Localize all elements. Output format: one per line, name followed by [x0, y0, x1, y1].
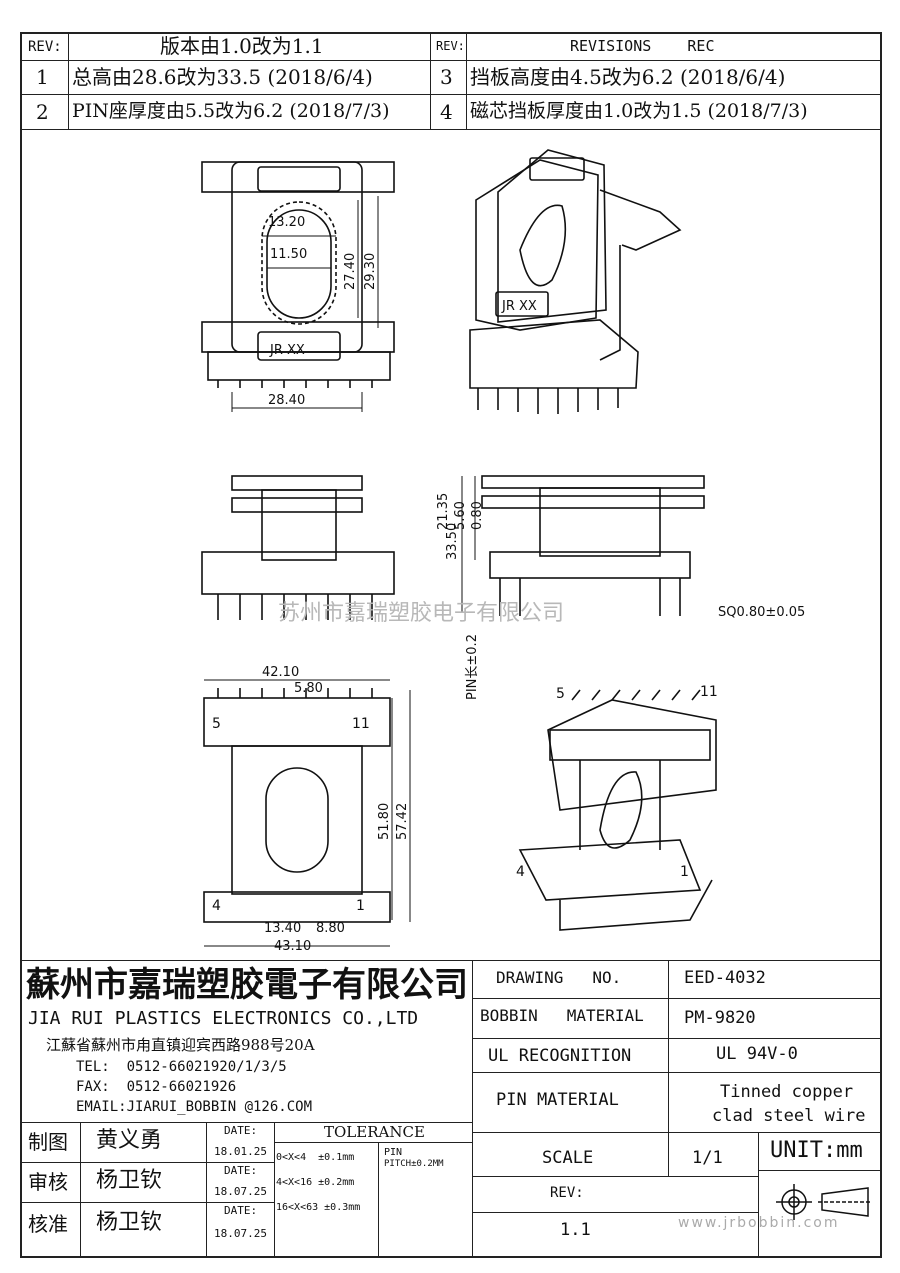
bobbin-material: PM-9820	[684, 1008, 756, 1028]
rev-label: REV:	[550, 1185, 584, 1201]
rev-no-2: 2	[36, 100, 49, 124]
unit-label: UNIT:mm	[770, 1138, 863, 1163]
tolerance-row-2: 4<X<16 ±0.2mm	[276, 1177, 355, 1188]
dim-8-80: 8.80	[316, 921, 345, 936]
marking-top-view: JR XX	[269, 343, 305, 358]
dim-42-10: 42.10	[262, 665, 299, 680]
date-drafter: 18.01.25	[214, 1145, 267, 1158]
iso-pin-label-5: 5	[556, 686, 565, 702]
company-address: 江蘇省蘇州市甪直镇迎宾西路988号20A	[46, 1036, 315, 1054]
scale-label: SCALE	[542, 1148, 594, 1168]
pin-label-1: 1	[356, 898, 365, 914]
rev-label-right: REV:	[436, 39, 465, 53]
dim-29-30: 29.30	[363, 253, 378, 290]
dim-27-40: 27.40	[343, 253, 358, 290]
pin-material-line-2: clad steel wire	[712, 1106, 866, 1126]
pin-label-4: 4	[212, 898, 221, 914]
iso-pin-label-4: 4	[516, 864, 525, 880]
pin-material-label: PIN MATERIAL	[496, 1090, 619, 1110]
top-view	[201, 161, 395, 412]
pin-label-5: 5	[212, 716, 221, 732]
technical-drawing: 13.20 11.50 27.40 29.30 28.40 JR XX JR X…	[201, 149, 805, 954]
iso-pin-label-1: 1	[680, 864, 689, 880]
date-approver: 18.07.25	[214, 1227, 267, 1240]
dim-33-50: 33.50	[445, 523, 460, 560]
rev-value: 1.1	[560, 1220, 591, 1240]
marking-iso-top: JR XX	[501, 299, 537, 314]
date-label-drafter: DATE:	[224, 1124, 258, 1137]
side-view-right	[461, 475, 705, 616]
projection-symbol	[776, 1184, 872, 1220]
role-approver: 核准	[28, 1212, 68, 1236]
dim-5-60: 5.60	[453, 501, 468, 530]
watermark: 苏州市嘉瑞塑胶电子有限公司	[278, 601, 564, 626]
company-name-en: JIA RUI PLASTICS ELECTRONICS CO.,LTD	[28, 1008, 419, 1029]
iso-view-top	[469, 149, 682, 414]
rev-entry-2: PIN座厚度由5.5改为6.2 (2018/7/3)	[72, 100, 390, 122]
role-drafter: 制图	[28, 1130, 68, 1154]
rev-no-1: 1	[36, 65, 49, 89]
pin-callout: SQ0.80±0.05	[718, 605, 805, 620]
name-reviewer: 杨卫钦	[96, 1168, 163, 1193]
drawing-frame	[20, 32, 882, 1258]
tolerance-row-3: 16<X<63 ±0.3mm	[276, 1202, 361, 1213]
tolerance-row-1: 0<X<4 ±0.1mm	[276, 1152, 355, 1163]
date-label-reviewer: DATE:	[224, 1164, 258, 1177]
tolerance-pin-pitch: PITCH±0.2MM	[384, 1159, 444, 1169]
iso-view-bottom	[518, 689, 717, 931]
date-label-approver: DATE:	[224, 1204, 258, 1217]
rev-entry-3: 挡板高度由4.5改为6.2 (2018/6/4)	[470, 65, 786, 89]
rev-entry-1: 总高由28.6改为33.5 (2018/6/4)	[72, 65, 373, 89]
bottom-view	[203, 679, 411, 947]
scale-value: 1/1	[692, 1148, 723, 1168]
tolerance-title: TOLERANCE	[324, 1123, 425, 1141]
rev-entry-4: 磁芯挡板厚度由1.0改为1.5 (2018/7/3)	[470, 100, 808, 122]
rev-no-4: 4	[440, 100, 453, 124]
dim-28-40: 28.40	[268, 393, 305, 408]
title-block: 蘇州市嘉瑞塑胶電子有限公司 JIA RUI PLASTICS ELECTRONI…	[20, 960, 882, 1258]
revisions-header: REVISIONS REC	[570, 37, 715, 55]
drawing-no-label: DRAWING NO.	[496, 968, 622, 987]
company-tel: TEL: 0512-66021920/1/3/5	[76, 1059, 287, 1075]
rev-label-left: REV:	[28, 39, 62, 55]
dim-43-10: 43.10	[274, 939, 311, 954]
ul-label: UL RECOGNITION	[488, 1046, 632, 1066]
iso-pin-label-11: 11	[700, 684, 718, 700]
drawing-no: EED-4032	[684, 968, 766, 988]
rev-no-3: 3	[440, 65, 453, 89]
dim-11-50: 11.50	[270, 247, 307, 262]
company-email: EMAIL:JIARUI_BOBBIN @126.COM	[76, 1099, 313, 1115]
initial-note: 版本由1.0改为1.1	[160, 34, 324, 58]
bobbin-material-label: BOBBIN MATERIAL	[480, 1006, 644, 1025]
pin-length: PIN长±0.2	[465, 634, 480, 700]
tolerance-pin-label: PIN	[384, 1147, 403, 1158]
name-approver: 杨卫钦	[96, 1210, 163, 1235]
ul-value: UL 94V-0	[716, 1044, 798, 1064]
name-drafter: 黄义勇	[96, 1128, 163, 1153]
pin-material-line-1: Tinned copper	[720, 1082, 854, 1102]
date-reviewer: 18.07.25	[214, 1185, 267, 1198]
dim-5-80: 5.80	[294, 681, 323, 696]
company-fax: FAX: 0512-66021926	[76, 1079, 237, 1095]
revision-table: REV: 版本由1.0改为1.1 REV: REVISIONS REC 1 总高…	[20, 32, 882, 130]
company-name-cn: 蘇州市嘉瑞塑胶電子有限公司	[26, 965, 468, 1005]
dim-57-42: 57.42	[395, 803, 410, 840]
dim-13-40: 13.40	[264, 921, 301, 936]
role-reviewer: 审核	[28, 1170, 68, 1194]
dim-0-80: 0.80	[470, 501, 485, 530]
website: www.jrbobbin.com	[678, 1215, 840, 1231]
dim-21-35: 21.35	[436, 493, 451, 530]
dim-13-20: 13.20	[268, 215, 305, 230]
dim-51-80: 51.80	[377, 803, 392, 840]
pin-label-11: 11	[352, 716, 370, 732]
side-view-left	[201, 475, 395, 620]
